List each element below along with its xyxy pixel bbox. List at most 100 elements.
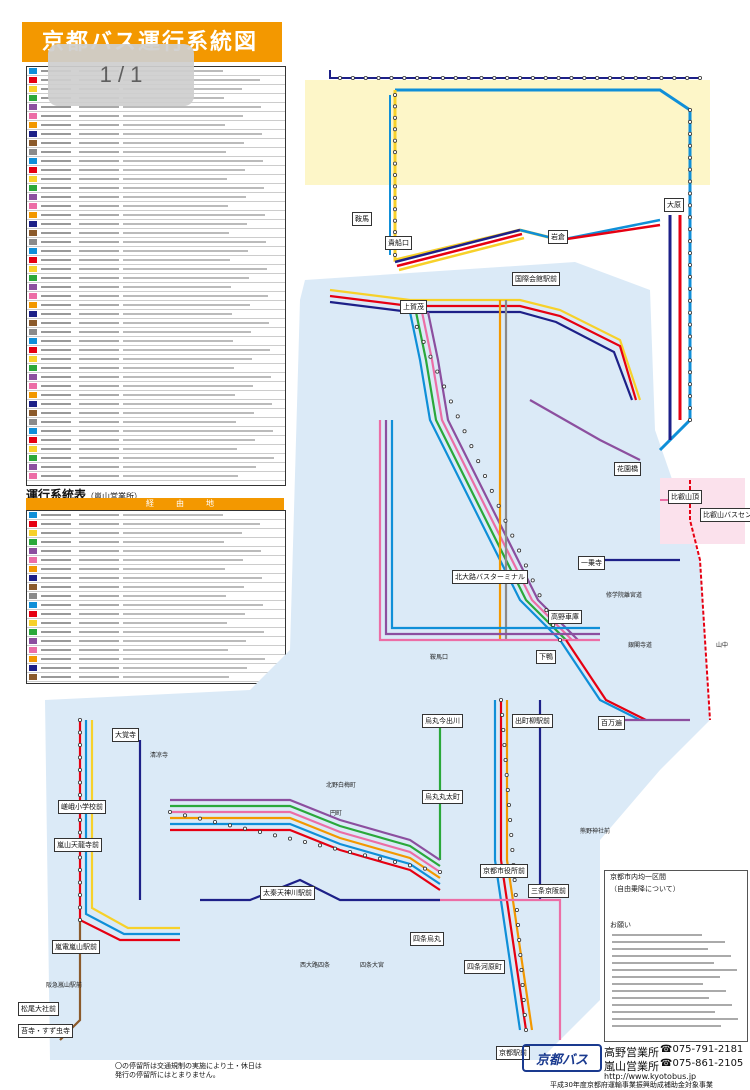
bus-stop-dot [78, 918, 83, 923]
table-row [27, 274, 285, 283]
route-color-swatch [29, 374, 37, 380]
bus-stop-dot [569, 76, 574, 81]
bus-stop-dot [392, 150, 397, 155]
route-color-swatch [29, 647, 37, 653]
legend-text-line [612, 948, 708, 950]
legend-text-line [612, 990, 726, 992]
route-color-swatch [29, 257, 37, 263]
bus-stop-dot [350, 76, 355, 81]
bus-stop-dot [595, 76, 600, 81]
route-origin-bar [79, 313, 119, 315]
table-row [27, 238, 285, 247]
route-color-swatch [29, 410, 37, 416]
station-shugakuin: 修学院離宮道 [606, 592, 643, 599]
route-color-swatch [29, 266, 37, 272]
route-origin-bar [79, 340, 119, 342]
route-number-bar [41, 676, 71, 678]
table-row [27, 319, 285, 328]
route-color-swatch [29, 212, 37, 218]
route-color-swatch [29, 248, 37, 254]
bus-stop-dot [504, 773, 509, 778]
route-origin-bar [79, 160, 119, 162]
route-origin-bar [79, 142, 119, 144]
station-shijo-kawaramachi: 四条河原町 [464, 960, 505, 974]
route-color-swatch [29, 464, 37, 470]
route-color-swatch [29, 602, 37, 608]
route-origin-bar [79, 304, 119, 306]
bus-stop-dot [685, 76, 690, 81]
bus-stop-dot [513, 893, 518, 898]
south-lines [420, 700, 690, 1040]
station-kitano: 北野白梅町 [326, 782, 357, 789]
route-via-bar [123, 457, 274, 459]
route-origin-bar [79, 523, 119, 525]
route-via-bar [123, 241, 266, 243]
route-number-bar [41, 367, 71, 369]
bus-stop-dot [414, 324, 419, 329]
route-color-swatch [29, 140, 37, 146]
station-ohara: 大原 [664, 198, 684, 212]
table-row [27, 436, 285, 445]
station-nishi-demachi: 出町柳駅前 [512, 714, 553, 728]
route-color-swatch [29, 620, 37, 626]
route-origin-bar [79, 106, 119, 108]
station-ichijoji: 一乗寺 [578, 556, 605, 570]
station-randen: 嵐電嵐山駅前 [52, 940, 100, 954]
station-iwakura: 岩倉 [548, 230, 568, 244]
route-via-bar [123, 514, 223, 516]
bus-stop-dot [537, 593, 542, 598]
route-via-bar [123, 466, 256, 468]
route-color-swatch [29, 95, 37, 101]
table-row [27, 364, 285, 373]
route-color-swatch [29, 428, 37, 434]
station-arashiyama-tenryuji: 嵐山天龍寺前 [54, 838, 102, 852]
route-origin-bar [79, 604, 119, 606]
route-number-bar [41, 568, 71, 570]
bus-stop-dot [332, 846, 337, 851]
bus-stop-dot [508, 818, 513, 823]
route-via-bar [123, 568, 225, 570]
route-color-swatch [29, 293, 37, 299]
station-shijo-karasuma: 四条烏丸 [410, 932, 444, 946]
bus-stop-dot [415, 76, 420, 81]
table-row [27, 382, 285, 391]
route-number-bar [41, 286, 71, 288]
station-hiei-bt: 比叡山バスセンター [700, 508, 750, 522]
route-via-bar [123, 475, 238, 477]
route-number-bar [41, 649, 71, 651]
bus-stop-dot [516, 923, 521, 928]
table-row [27, 454, 285, 463]
route-color-swatch [29, 392, 37, 398]
route-origin-bar [79, 466, 119, 468]
legend-title: 京都市内均一区間 [610, 873, 666, 881]
route-origin-bar [79, 514, 119, 516]
route-color-swatch [29, 437, 37, 443]
bus-stop-dot [435, 369, 440, 374]
route-color-swatch [29, 338, 37, 344]
route-via-bar [123, 604, 263, 606]
footer-url[interactable]: http://www.kyotobus.jp [604, 1072, 697, 1081]
bus-stop-dot [476, 459, 481, 464]
route-color-swatch [29, 629, 37, 635]
station-saga: 嵯峨小学校前 [58, 800, 106, 814]
route-origin-bar [79, 268, 119, 270]
table-row [27, 409, 285, 418]
table-row [27, 673, 285, 682]
route-color-swatch [29, 575, 37, 581]
bus-stop-dot [543, 76, 548, 81]
bus-stop-dot [392, 218, 397, 223]
table-row [27, 400, 285, 409]
route-number-bar [41, 295, 71, 297]
bus-stop-dot [78, 905, 83, 910]
bus-stop-dot [608, 76, 613, 81]
bus-stop-dot [505, 76, 510, 81]
route-color-swatch [29, 584, 37, 590]
bus-stop-dot [78, 855, 83, 860]
route-origin-bar [79, 457, 119, 459]
route-color-swatch [29, 593, 37, 599]
route-via-bar [123, 232, 229, 234]
station-kibune: 貴船口 [385, 236, 412, 250]
table-row [27, 211, 285, 220]
bus-stop-dot [556, 76, 561, 81]
